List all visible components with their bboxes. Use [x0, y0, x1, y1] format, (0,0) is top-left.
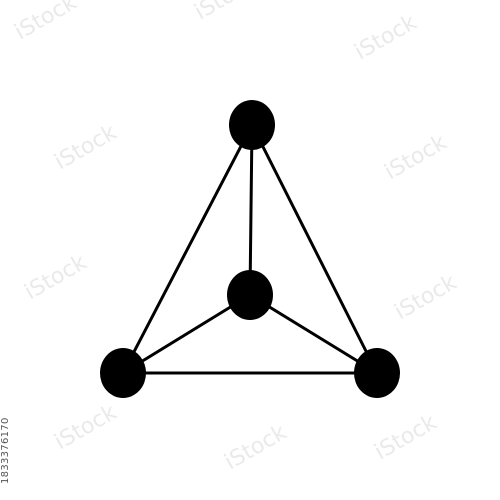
- atoms-group: [100, 100, 400, 398]
- atom-center: [227, 270, 273, 320]
- watermark-pattern: iStock iStock iStock iStock iStock iStoc…: [11, 0, 462, 475]
- watermark-text: iStock: [191, 0, 262, 25]
- atom-bottom-left: [100, 348, 146, 398]
- watermark-text: iStock: [391, 270, 462, 325]
- watermark-text: iStock: [51, 400, 122, 455]
- watermark-text: iStock: [351, 10, 422, 65]
- bond-top-bottom-left: [121, 123, 254, 375]
- watermark-text: iStock: [371, 410, 442, 465]
- atom-top: [229, 100, 275, 150]
- bond-center-bottom-left: [121, 293, 252, 375]
- bonds-group: [121, 123, 379, 375]
- watermark-text: iStock: [221, 420, 292, 475]
- atom-bottom-right: [354, 348, 400, 398]
- bond-top-center: [248, 123, 254, 297]
- watermark-text: iStock: [21, 250, 92, 305]
- stock-image-id: 1833376170: [0, 417, 11, 484]
- bond-top-bottom-right: [250, 123, 379, 375]
- watermark-text: iStock: [381, 130, 452, 185]
- bond-center-bottom-right: [248, 293, 379, 375]
- watermark-text: iStock: [51, 120, 122, 175]
- watermark-text: iStock: [11, 0, 82, 45]
